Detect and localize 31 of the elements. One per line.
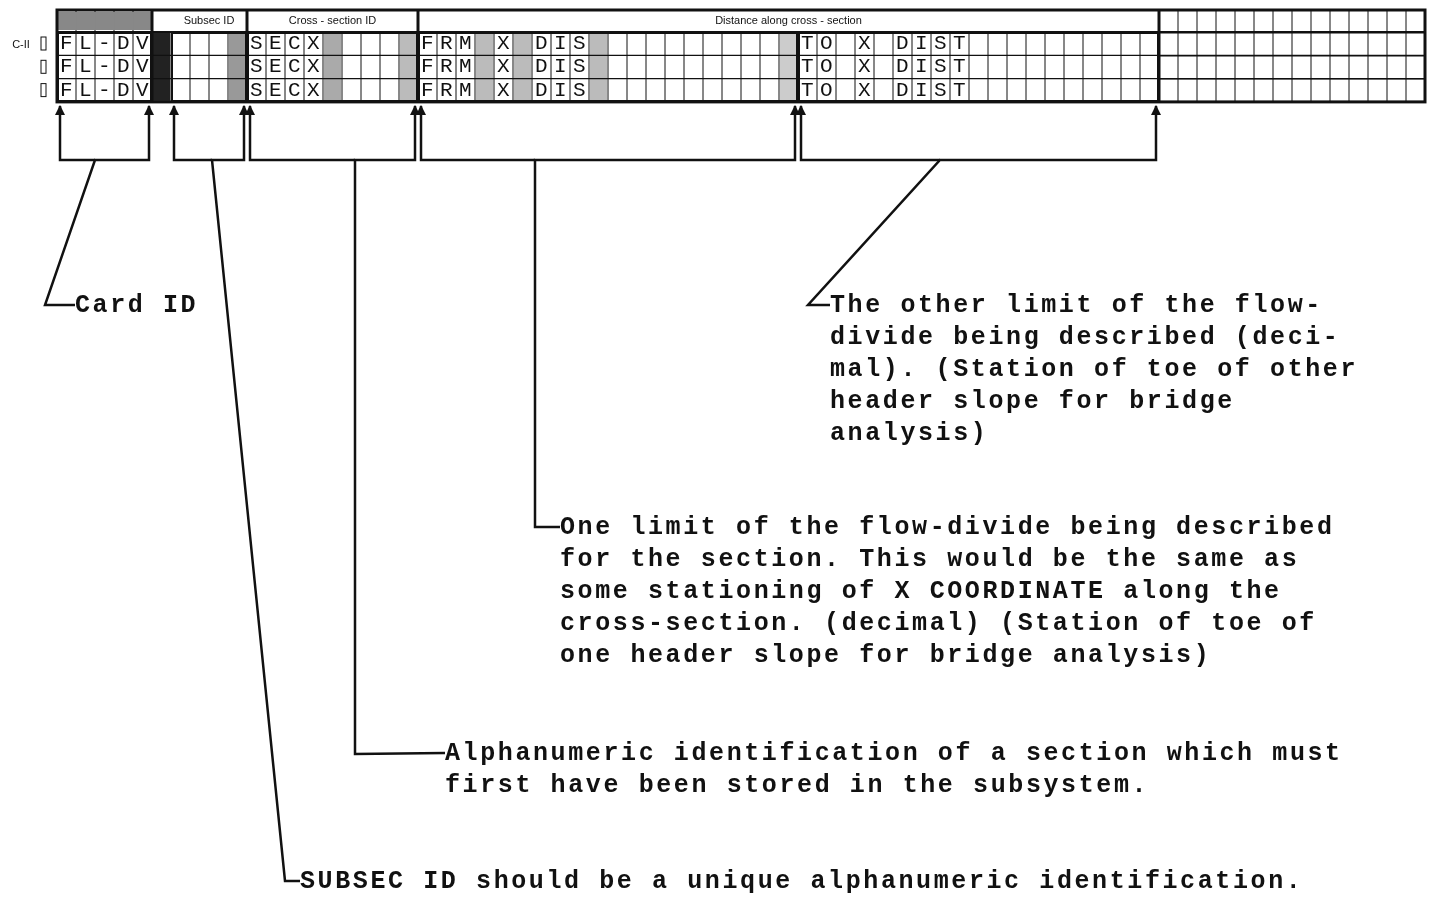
row-marker: C-II (11, 38, 31, 50)
bracket-arrow (245, 104, 445, 756)
form-field (171, 32, 247, 102)
punched-characters: FL-DV (59, 79, 155, 102)
punched-characters: FL-DV (59, 33, 155, 55)
punched-characters: FRM X DIS (420, 79, 593, 102)
punched-characters: SECX (249, 33, 326, 55)
annotation-text: SUBSEC ID should be a unique alphanumeric identification. (300, 866, 1304, 898)
bracket-arrow (169, 104, 300, 883)
punched-characters: FRM X DIS (420, 56, 593, 79)
bracket-arrow (416, 104, 800, 529)
form-field (798, 32, 1159, 102)
punched-characters: FL-DV (59, 56, 155, 79)
column-heading: Subsec ID (182, 14, 236, 26)
punched-characters: FRM X DIS (420, 33, 593, 55)
punched-characters: SECX (249, 56, 326, 79)
annotation-text: The other limit of the flow- divide being described (deci- mal). (Station of toe of other header slope for bridge analysis) (830, 290, 1405, 450)
bracket-arrow (796, 104, 1161, 307)
punched-characters: TO X DIST (800, 33, 973, 55)
form-field (418, 32, 798, 102)
punched-characters: TO X DIST (800, 56, 973, 79)
column-heading: Cross - section ID (287, 14, 378, 26)
punched-characters: SECX (249, 79, 326, 102)
bracket-arrow (43, 104, 154, 307)
column-heading: Distance along cross - section (714, 14, 863, 26)
form-field (247, 32, 418, 102)
punched-characters: TO X DIST (800, 79, 973, 102)
annotation-text: Alphanumeric identification of a section which must first have been stored in the subsystem. (445, 738, 1355, 802)
annotation-text: Card ID (75, 290, 199, 322)
annotation-text: One limit of the flow-divide being described for the section. This would be the same as some stationing of X COORDINATE along the cross-section. (decimal) (Station of toe of one header slope for bridge analysis) (560, 512, 1360, 672)
form-field (57, 32, 152, 102)
